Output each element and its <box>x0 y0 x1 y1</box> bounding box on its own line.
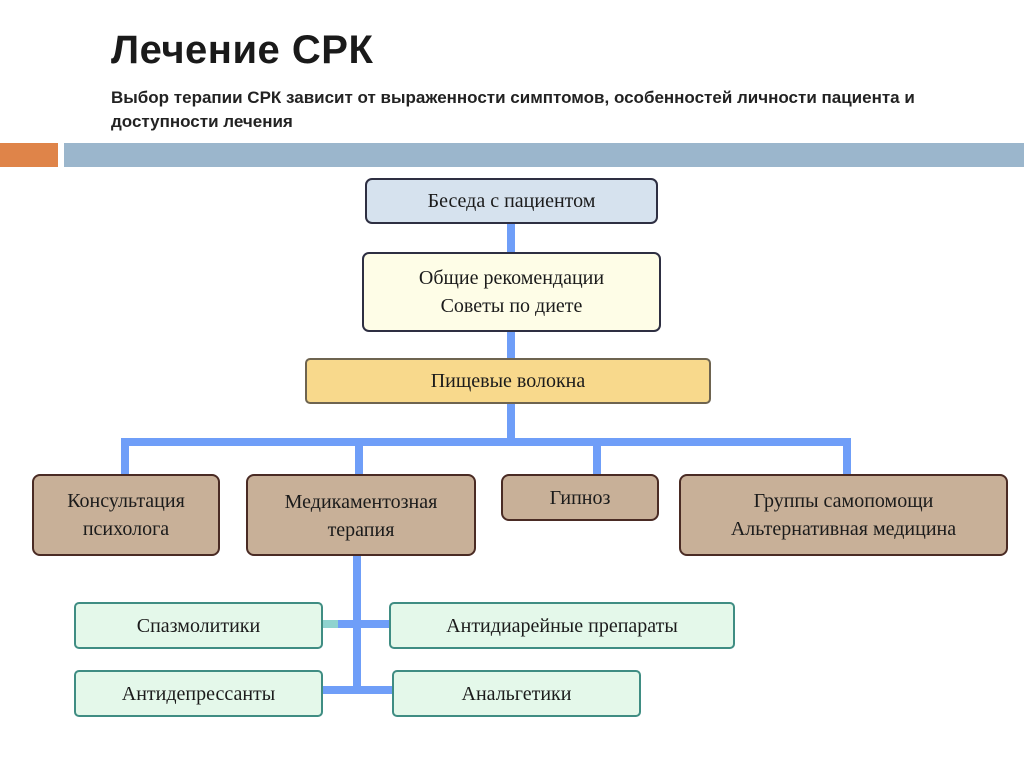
node-drug-therapy: Медикаментозная терапия <box>246 474 476 556</box>
node-hypnosis: Гипноз <box>501 474 659 521</box>
node-patient-conversation: Беседа с пациентом <box>365 178 658 224</box>
node-self-help-groups: Группы самопомощи Альтернативная медицин… <box>679 474 1008 556</box>
slide-subtitle: Выбор терапии СРК зависит от выраженност… <box>111 88 915 131</box>
node-antidepressants: Антидепрессанты <box>74 670 323 717</box>
accent-bar-blue <box>64 143 1024 167</box>
node-antidiarrheals: Антидиарейные препараты <box>389 602 735 649</box>
accent-bar-orange <box>0 143 58 167</box>
slide-title: Лечение СРК <box>111 28 374 72</box>
node-analgesics: Анальгетики <box>392 670 641 717</box>
node-dietary-fiber: Пищевые волокна <box>305 358 711 404</box>
node-psychologist-consultation: Консультация психолога <box>32 474 220 556</box>
node-antispasmodics: Спазмолитики <box>74 602 323 649</box>
node-general-recommendations: Общие рекомендации Советы по диете <box>362 252 661 332</box>
